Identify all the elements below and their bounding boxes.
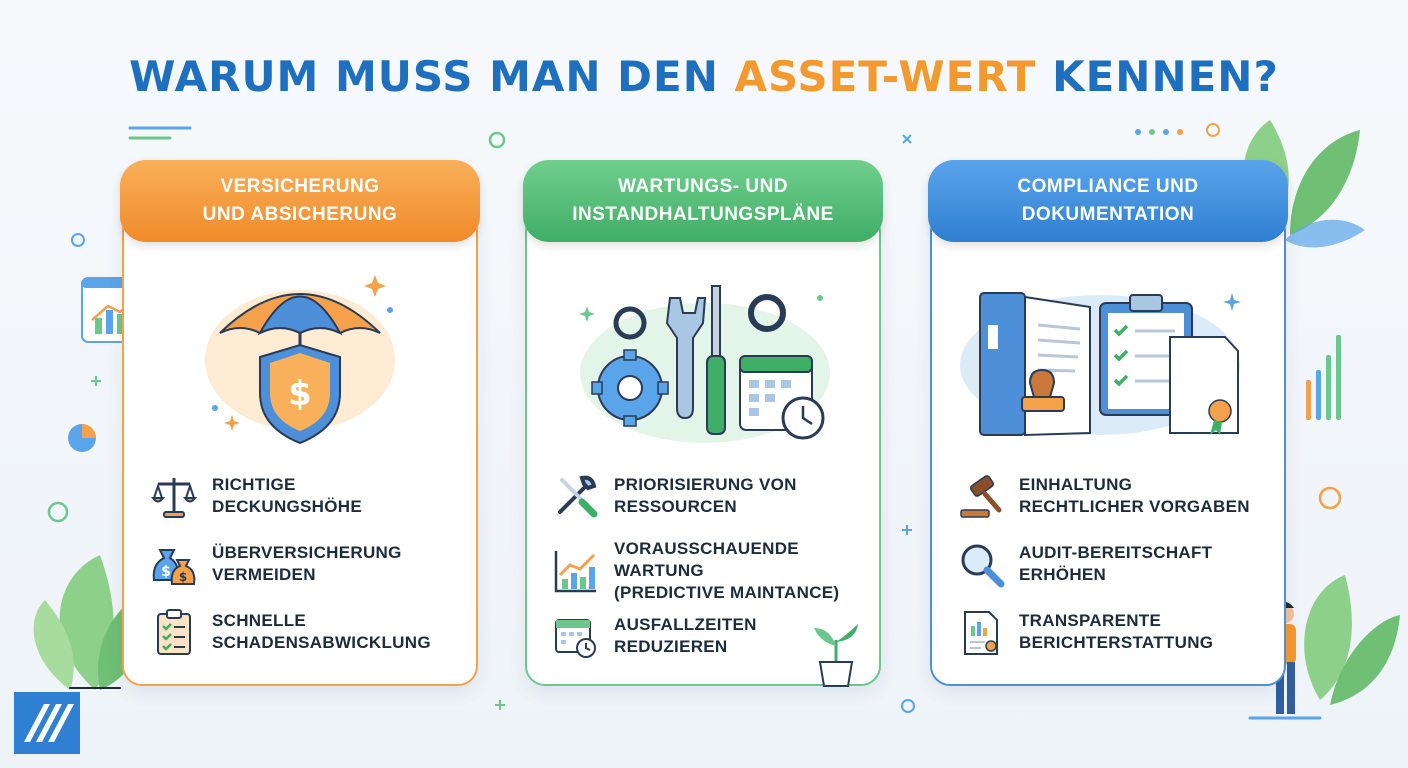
item-line2: DECKUNGSHÖHE	[212, 497, 363, 516]
page-title: WARUM MUSS MAN DEN ASSET-WERT KENNEN?	[129, 52, 1279, 101]
gavel-icon	[960, 475, 1002, 518]
item-line2: BERICHTERSTATTUNG	[1019, 633, 1214, 652]
list-item-predictive: VORAUSSCHAUENDE WARTUNG (PREDICTIVE MAINTA…	[552, 538, 839, 604]
bottom-right-leaves-icon	[1304, 575, 1400, 705]
scale-icon	[151, 478, 197, 518]
tools-gears-calendar-icon	[579, 285, 830, 443]
item-line1: RICHTIGE	[212, 475, 296, 494]
list-item-reporting: TRANSPARENTE BERICHTERSTATTUNG	[957, 608, 1213, 656]
wrench-screwdriver-icon	[558, 475, 598, 518]
item-line2: VERMEIDEN	[212, 565, 316, 584]
card-maintenance	[525, 212, 881, 686]
item-line2: WARTUNG	[614, 561, 704, 580]
svg-text:$: $	[288, 374, 312, 414]
item-line1: SCHNELLE	[212, 611, 307, 630]
growth-chart-icon	[554, 551, 596, 593]
item-line2: REDUZIEREN	[614, 637, 728, 656]
documents-clipboard-stamp-icon	[960, 292, 1241, 437]
title-highlight: ASSET-WERT	[734, 52, 1037, 101]
list-item-downtime: AUSFALLZEITEN REDUZIEREN	[552, 612, 757, 660]
svg-text:$: $	[161, 564, 171, 580]
list-item-legal: EINHALTUNG RECHTLICHER VORGABEN	[957, 472, 1250, 520]
list-item-claims: SCHNELLE SCHADENSABWICKLUNG	[150, 608, 431, 656]
item-line1: TRANSPARENTE	[1019, 611, 1162, 630]
company-logo-icon	[14, 692, 80, 754]
item-line2: SCHADENSABWICKLUNG	[212, 633, 431, 652]
money-bags-icon: $ $	[152, 549, 196, 585]
report-document-icon	[964, 611, 998, 655]
potted-plant-icon	[814, 624, 858, 687]
item-line1: AUDIT-BEREITSCHAFT	[1019, 543, 1213, 562]
svg-text:$: $	[179, 570, 187, 584]
list-item-coverage: RICHTIGE DECKUNGSHÖHE	[150, 472, 362, 520]
side-bars-icon	[1306, 335, 1341, 420]
item-line1: EINHALTUNG	[1019, 475, 1133, 494]
list-item-resources: PRIORISIERUNG VON RESSOURCEN	[552, 472, 797, 520]
item-line2: RESSOURCEN	[614, 497, 737, 516]
item-line1: VORAUSSCHAUENDE	[614, 539, 799, 558]
item-line3: (PREDICTIVE MAINTANCE)	[614, 583, 840, 602]
list-item-audit: AUDIT-BEREITSCHAFT ERHÖHEN	[957, 540, 1212, 588]
item-line1: PRIORISIERUNG VON	[614, 475, 797, 494]
pie-chart-icon	[68, 424, 96, 452]
umbrella-shield-icon: $	[205, 275, 395, 445]
magnifier-icon	[961, 544, 1005, 588]
clipboard-checklist-icon	[157, 609, 191, 655]
item-line2: RECHTLICHER VORGABEN	[1019, 497, 1250, 516]
calendar-clock-icon	[555, 619, 596, 658]
item-line2: ERHÖHEN	[1019, 565, 1107, 584]
card-compliance	[930, 212, 1286, 686]
item-line1: ÜBERVERSICHERUNG	[212, 543, 402, 562]
list-item-overinsurance: $ $ ÜBERVERSICHERUNG VERMEIDEN	[150, 540, 402, 588]
item-line1: AUSFALLZEITEN	[614, 615, 757, 634]
